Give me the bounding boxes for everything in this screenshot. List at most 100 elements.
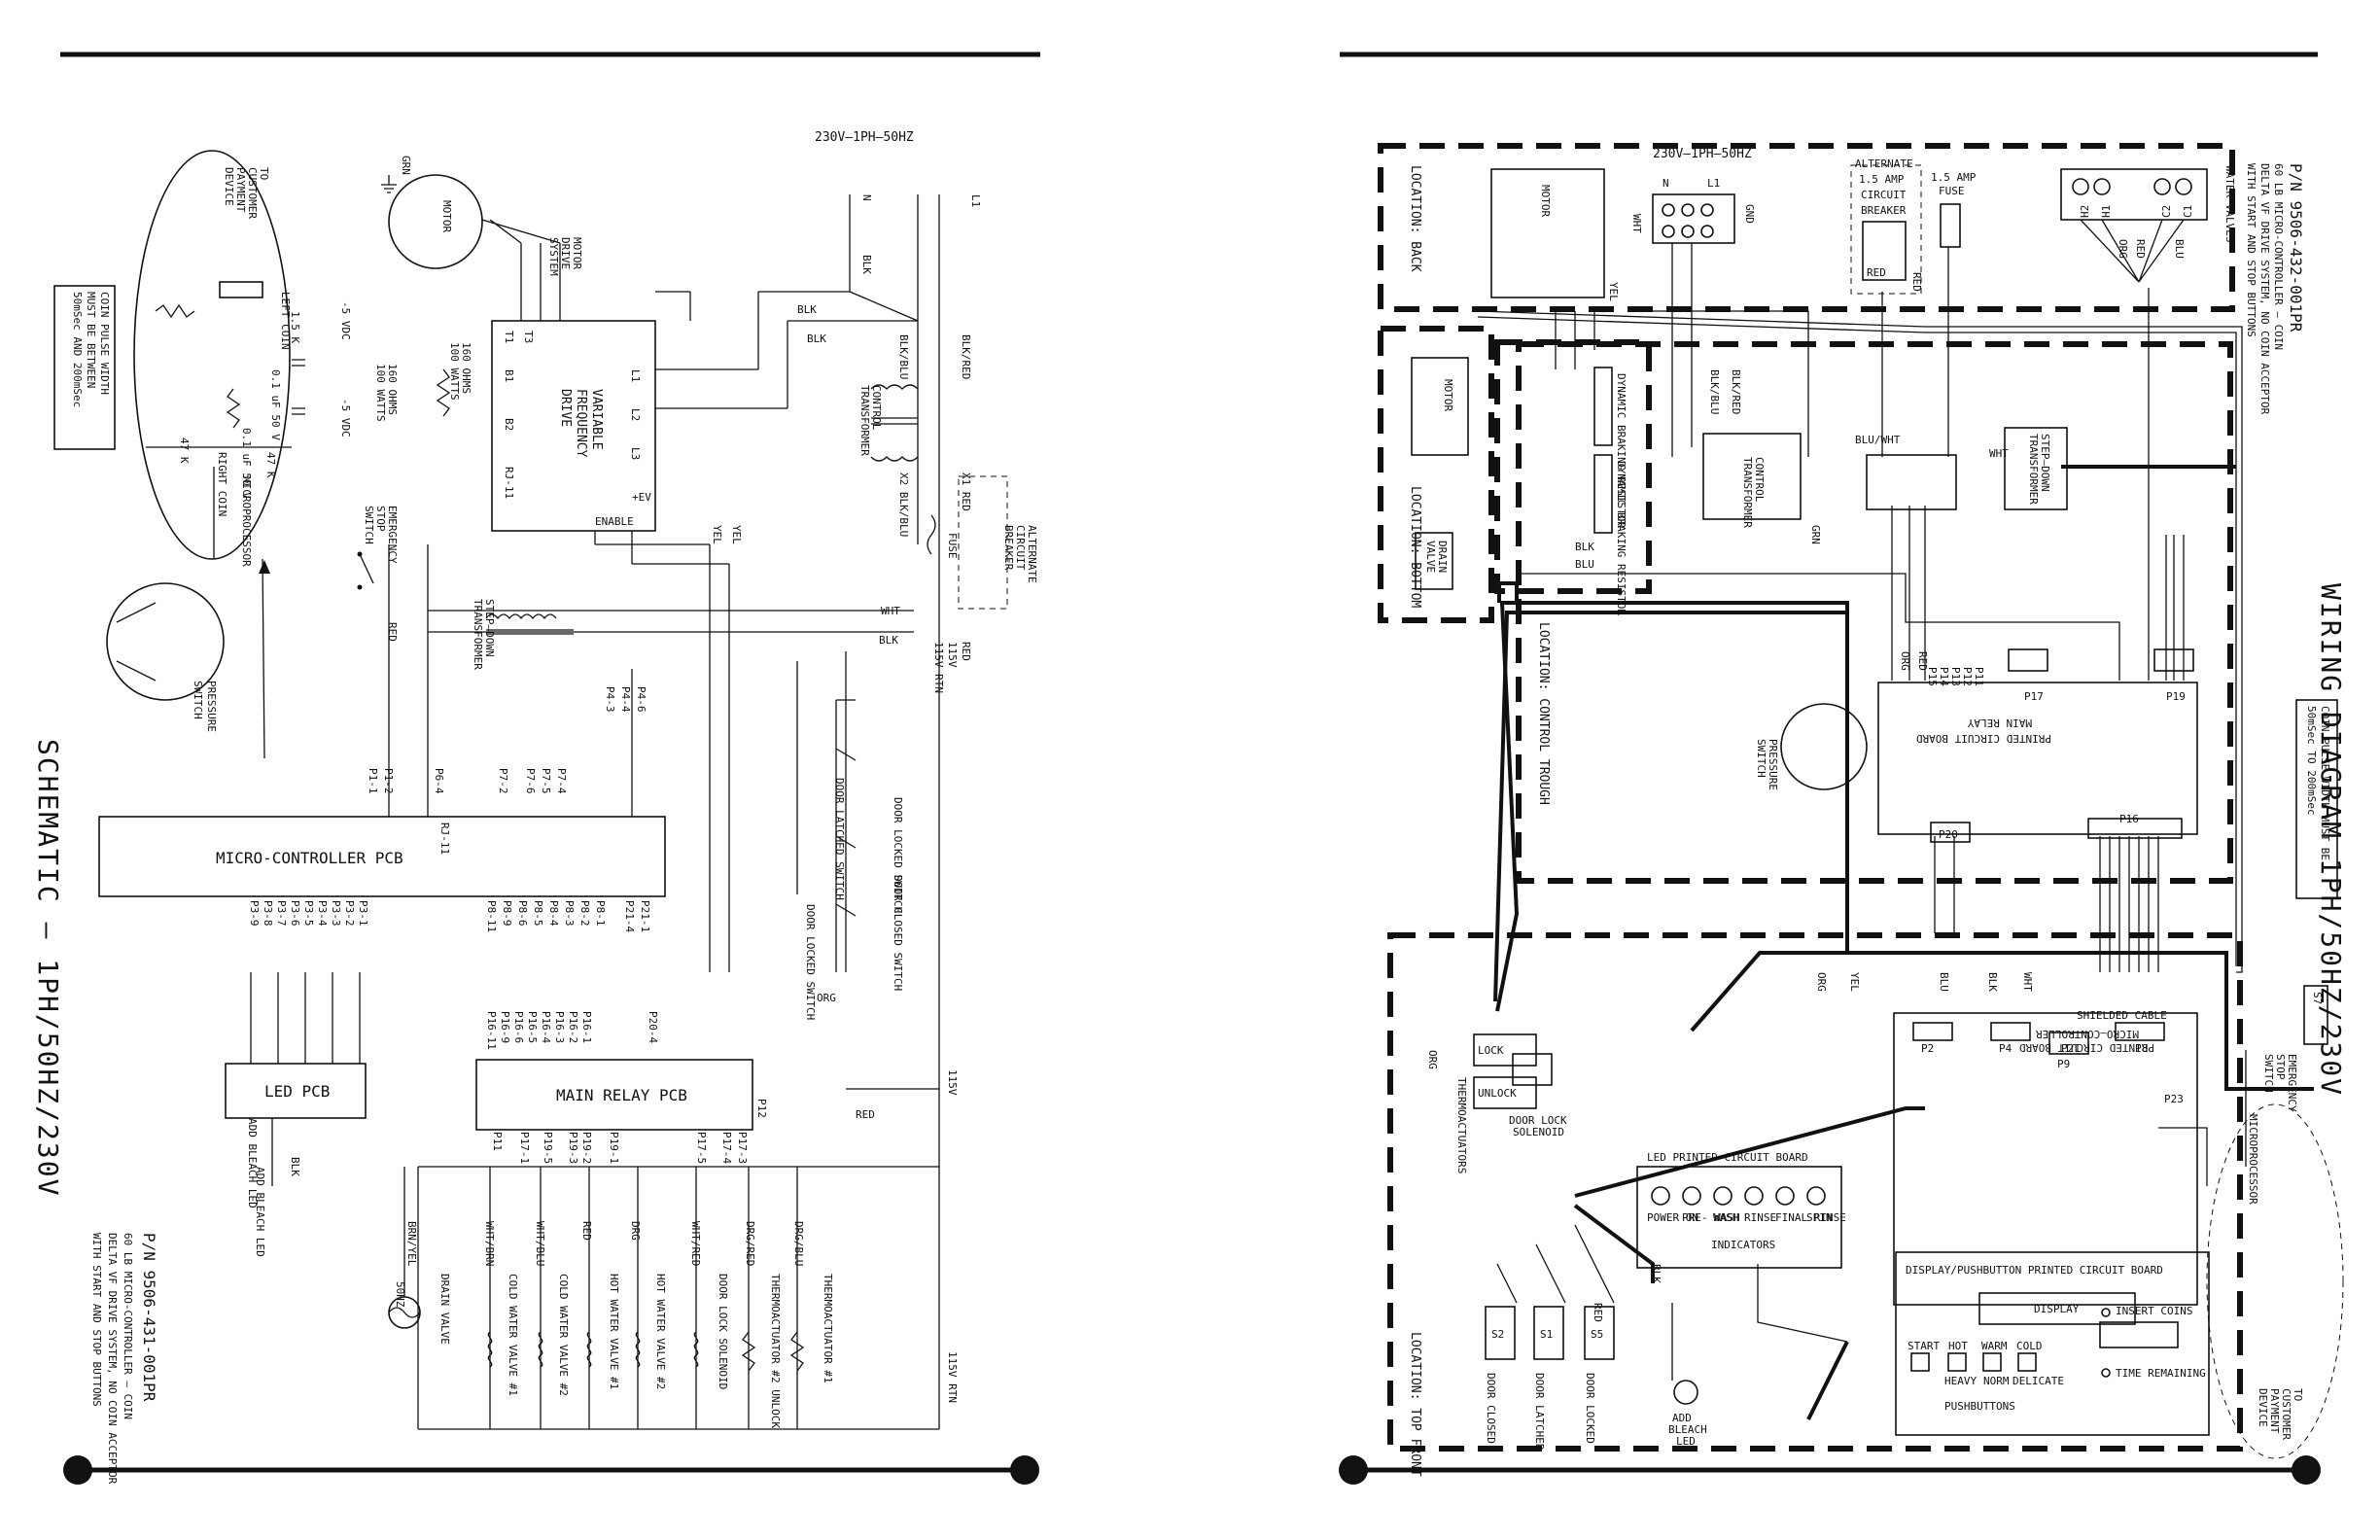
svg-text:MUST BE BETWEEN: MUST BE BETWEEN [85,292,97,388]
svg-text:P16-3: P16-3 [553,1011,566,1043]
control-transformer: CONTROL TRANSFORMER [858,384,919,462]
svg-text:BREAKER: BREAKER [1002,525,1015,571]
svg-text:RJ-11: RJ-11 [438,822,451,855]
svg-text:STEP–DOWN: STEP–DOWN [483,599,496,657]
svg-text:SOLENOID: SOLENOID [1513,1126,1564,1138]
svg-text:BREAKER: BREAKER [1861,204,1907,217]
svg-text:SWITCH: SWITCH [2262,1054,2275,1093]
svg-text:DELICATE: DELICATE [2012,1375,2064,1387]
svg-text:RIGHT COIN: RIGHT COIN [216,452,228,516]
svg-text:P16-11: P16-11 [485,1011,498,1050]
svg-text:DRIVE: DRIVE [559,237,572,269]
svg-text:COIN PULSE WIDTH: COIN PULSE WIDTH [98,292,111,395]
left-coin-circuit: TO CUSTOMER PAYMENT DEVICE LEFT COIN RIG… [133,150,352,759]
svg-text:MOTOR: MOTOR [571,237,583,269]
svg-text:L1: L1 [1707,177,1720,190]
svg-text:RED: RED [580,1221,593,1241]
svg-text:TO: TO [258,167,270,180]
svg-text:1.5 K: 1.5 K [289,311,301,343]
right-supply-label: 230V–1PH–50HZ [1653,147,1752,161]
svg-text:S7: S7 [2311,992,2324,1004]
svg-text:TRANSFORMER: TRANSFORMER [1741,457,1754,528]
schematic-title: SCHEMATIC – 1PH/50HZ/230V [32,739,64,1197]
svg-text:115V: 115V [946,642,959,668]
svg-text:B1: B1 [503,369,515,382]
svg-text:WHT: WHT [1630,214,1643,233]
bullet-right-start [1339,1455,1368,1485]
svg-text:P3-9: P3-9 [248,900,261,927]
svg-text:P23: P23 [2164,1093,2184,1105]
svg-text:P17-3: P17-3 [736,1132,749,1164]
svg-text:DOOR LOCKED SWITCH: DOOR LOCKED SWITCH [892,797,904,913]
back-components: MOTOR N L1 GND ALTERNATE 1.5 AMP CIRCUIT… [1411,158,2236,590]
svg-text:RED: RED [386,622,399,642]
svg-text:P/N 9506-431-001PR: P/N 9506-431-001PR [140,1233,158,1402]
svg-text:CIRCUIT: CIRCUIT [1861,189,1907,201]
svg-text:COLD WATER VALVE #1: COLD WATER VALVE #1 [507,1274,519,1396]
svg-text:LED: LED [1676,1435,1696,1448]
location-zones: LOCATION: BACK LOCATION: BOTTOM LOCATION… [1378,143,2243,1477]
svg-text:RED: RED [960,642,972,661]
svg-text:DISPLAY: DISPLAY [2034,1303,2080,1315]
svg-text:BLK: BLK [1986,972,1999,992]
emergency-stop: EMERGENCY STOP SWITCH [357,506,399,590]
front-components: MICRO–CONTROLLER PRINTED CIRCUIT BOARD P… [1455,985,2344,1459]
svg-text:WARM: WARM [1981,1340,2008,1352]
svg-text:60 LB MICRO-CONTROLLER – COIN: 60 LB MICRO-CONTROLLER – COIN [122,1233,134,1419]
svg-text:C1: C1 [2182,205,2194,218]
svg-text:GND: GND [1743,204,1756,224]
svg-text:115V RTN: 115V RTN [932,642,945,693]
svg-text:P8-11: P8-11 [485,900,498,932]
svg-text:P16-5: P16-5 [526,1011,539,1043]
svg-text:MOTOR: MOTOR [440,200,453,232]
svg-text:P8-9: P8-9 [501,900,513,927]
svg-text:SWITCH: SWITCH [192,681,204,719]
svg-text:P8-5: P8-5 [532,900,544,927]
left-loads: THERMOACTUATOR #1 THERMOACTUATOR #2 UNLO… [246,1118,834,1429]
svg-text:P16-6: P16-6 [512,1011,525,1043]
svg-text:115V RTN: 115V RTN [946,1351,959,1403]
svg-text:YEL: YEL [1848,972,1861,992]
svg-text:BLU/WHT: BLU/WHT [1855,434,1901,446]
svg-text:C2: C2 [2160,205,2173,218]
svg-text:LEFT COIN: LEFT COIN [279,292,292,350]
bullet-left-start [63,1455,92,1485]
svg-text:PRE- WASH: PRE- WASH [1682,1211,1740,1224]
svg-text:FREQUENCY: FREQUENCY [574,389,588,458]
svg-text:ALTERNATE: ALTERNATE [1855,158,1913,170]
svg-text:THERMOACTUATOR #1: THERMOACTUATOR #1 [822,1274,834,1383]
led-pcb: LED PCB P3-9 P3-8 P3-7 P3-6 P3-5 P3-4 P3… [225,900,369,1257]
bullet-left-end [1010,1455,1039,1485]
svg-text:INSERT COINS: INSERT COINS [2116,1305,2192,1317]
svg-text:P17-1: P17-1 [518,1132,531,1164]
right-wiring [1477,243,2314,1420]
pressure-switch: PRESSURE SWITCH [106,582,225,732]
svg-text:P3-7: P3-7 [275,900,288,927]
svg-text:50HZ: 50HZ [394,1281,406,1308]
braking-resistors: 160 OHMS 100 WATTS 160 OHMS 100 WATTS [374,342,472,422]
svg-text:BLK/RED: BLK/RED [960,334,972,379]
svg-text:115V: 115V [946,1069,959,1096]
svg-text:MOTOR: MOTOR [1442,379,1454,411]
svg-text:P7-5: P7-5 [540,768,552,794]
svg-text:DRG/RED: DRG/RED [744,1221,756,1266]
svg-text:LOCATION: TOP FRONT: LOCATION: TOP FRONT [1408,1332,1422,1477]
svg-text:P19-3: P19-3 [567,1132,579,1164]
svg-text:BLU: BLU [2173,239,2186,259]
svg-text:LED PCB: LED PCB [264,1082,330,1101]
svg-text:DRG/BLU: DRG/BLU [792,1221,805,1266]
svg-text:PRINTED CIRCUIT BOARD: PRINTED CIRCUIT BOARD [1916,732,2051,745]
svg-text:PUSHBUTTONS: PUSHBUTTONS [1944,1400,2015,1413]
svg-text:THERMOACTUATOR #2 UNLOCK: THERMOACTUATOR #2 UNLOCK [769,1274,782,1428]
right-coin-note: COIN PULSE WIDTH MUST BE 50mSec TO 200mS… [2295,699,2338,899]
svg-text:P8: P8 [2135,1042,2148,1055]
svg-text:P3-6: P3-6 [289,900,301,927]
svg-text:DOOR CLOSED: DOOR CLOSED [1485,1373,1497,1444]
svg-text:P9: P9 [2057,1058,2070,1070]
svg-text:FUSE: FUSE [1939,185,1965,197]
svg-text:PRESSURE: PRESSURE [1767,739,1779,790]
bullet-right-end [2292,1455,2321,1485]
svg-text:T3: T3 [522,331,535,343]
svg-text:PRESSURE: PRESSURE [205,681,218,732]
